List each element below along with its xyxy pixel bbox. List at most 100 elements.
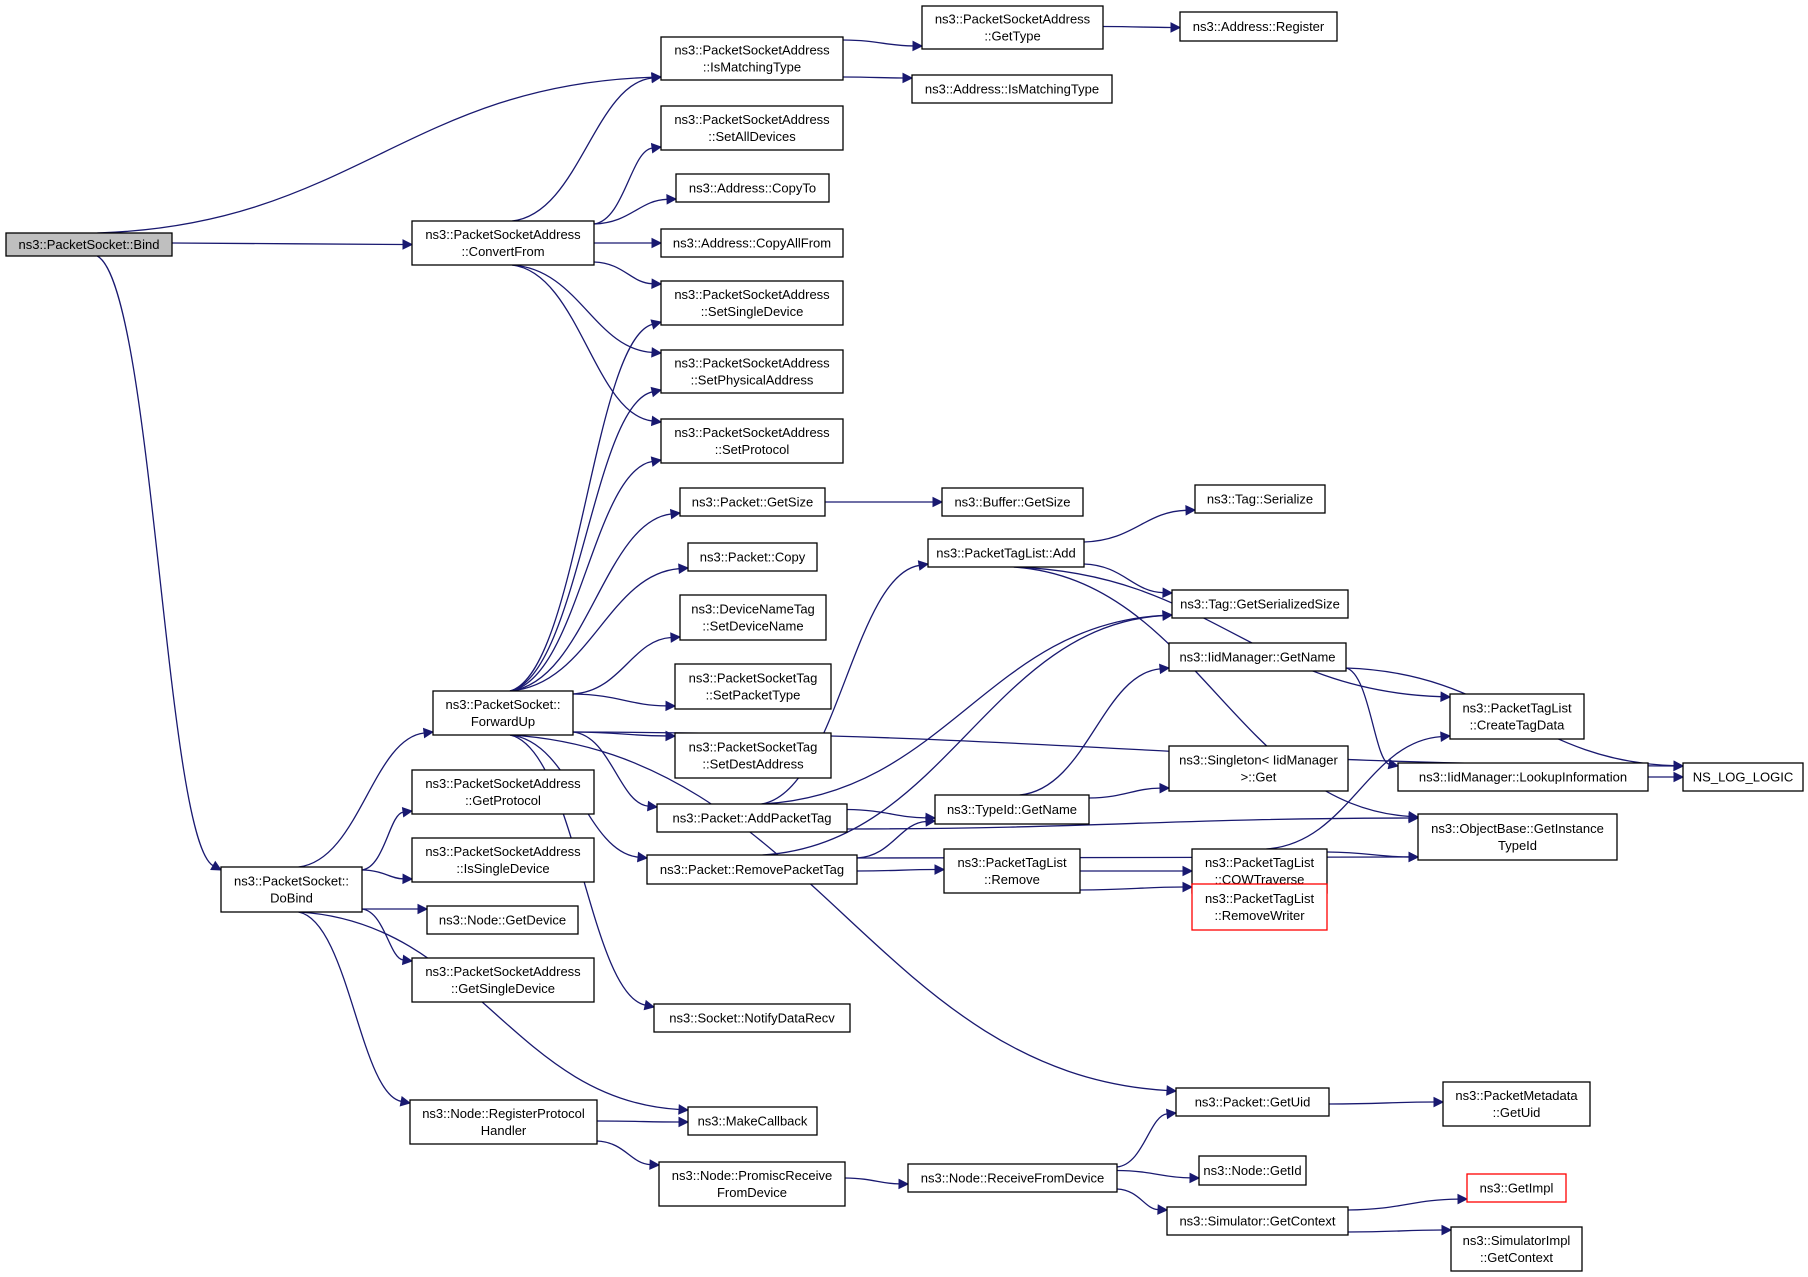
- node-bind[interactable]: ns3::PacketSocket::Bind: [5, 232, 173, 257]
- edge-line: [842, 76, 904, 79]
- node-ptlAdd[interactable]: ns3::PacketTagList::Add: [927, 538, 1085, 568]
- node-label: ns3::PacketSocketAddress: [425, 776, 581, 791]
- edge-removePacketTag-to-ptlRemove: [856, 864, 946, 875]
- node-pmGetUid[interactable]: ns3::PacketMetadata::GetUid: [1442, 1081, 1591, 1127]
- node-label: ::SetSingleDevice: [701, 304, 804, 319]
- node-label: ::SetAllDevices: [708, 129, 796, 144]
- node-box: [409, 1099, 598, 1145]
- edge-line: [761, 564, 920, 805]
- node-tagSerialize[interactable]: ns3::Tag::Serialize: [1194, 484, 1326, 514]
- node-makeCallback[interactable]: ns3::MakeCallback: [687, 1106, 818, 1136]
- node-setProtocol[interactable]: ns3::PacketSocketAddress::SetProtocol: [660, 418, 844, 464]
- edge-line: [1083, 509, 1187, 543]
- edge-line: [1013, 566, 1410, 818]
- node-box: [1168, 745, 1349, 792]
- node-convertFrom[interactable]: ns3::PacketSocketAddress::ConvertFrom: [411, 220, 595, 266]
- node-psaGetSingleDevice[interactable]: ns3::PacketSocketAddress::GetSingleDevic…: [411, 957, 595, 1003]
- edge-arrowhead-icon: [647, 800, 659, 812]
- node-box: [660, 349, 844, 394]
- edge-arrowhead-icon: [650, 456, 663, 467]
- node-pktGetSize[interactable]: ns3::Packet::GetSize: [679, 487, 826, 517]
- node-label: ns3::Address::Register: [1193, 19, 1325, 34]
- node-setDeviceName[interactable]: ns3::DeviceNameTag::SetDeviceName: [679, 594, 827, 641]
- node-nodeGetDevice[interactable]: ns3::Node::GetDevice: [426, 905, 579, 935]
- edge-line: [298, 732, 425, 868]
- node-psaIsSingleDevice[interactable]: ns3::PacketSocketAddress::IsSingleDevice: [411, 837, 595, 883]
- edge-arrowhead-icon: [678, 1116, 690, 1128]
- edge-arrowhead-icon: [666, 194, 678, 205]
- node-label: ::SetPhysicalAddress: [691, 373, 814, 388]
- node-removePacketTag[interactable]: ns3::Packet::RemovePacketTag: [646, 854, 858, 885]
- edge-line: [1328, 1101, 1435, 1105]
- node-label: ns3::PacketTagList: [1205, 891, 1315, 906]
- node-typeIdGetName[interactable]: ns3::TypeId::GetName: [934, 794, 1090, 825]
- node-box: [432, 690, 574, 736]
- edge-arrowhead-icon: [402, 239, 414, 250]
- edge-line: [846, 808, 927, 819]
- node-forwardUp[interactable]: ns3::PacketSocket::ForwardUp: [432, 690, 574, 736]
- node-setPhysicalAddress[interactable]: ns3::PacketSocketAddress::SetPhysicalAdd…: [660, 349, 844, 394]
- node-isMatchingType[interactable]: ns3::PacketSocketAddress::IsMatchingType: [660, 36, 844, 81]
- edge-forwardUp-to-pktGetUid: [509, 734, 1178, 1096]
- node-singletonGet[interactable]: ns3::Singleton< IidManager>::Get: [1168, 745, 1349, 792]
- edge-doBind-to-psaIsSingleDevice: [361, 869, 414, 885]
- edge-arrowhead-icon: [650, 386, 663, 398]
- node-receiveFromDevice[interactable]: ns3::Node::ReceiveFromDevice: [907, 1163, 1118, 1193]
- node-addrIsMatchingType[interactable]: ns3::Address::IsMatchingType: [911, 74, 1113, 104]
- node-psaGetType[interactable]: ns3::PacketSocketAddress::GetType: [921, 5, 1104, 50]
- edge-line: [1116, 1113, 1168, 1168]
- edge-line: [856, 820, 927, 859]
- node-pktGetUid[interactable]: ns3::Packet::GetUid: [1175, 1087, 1330, 1117]
- edge-arrowhead-icon: [401, 954, 414, 966]
- node-iidGetName[interactable]: ns3::IidManager::GetName: [1168, 642, 1347, 672]
- node-box: [1175, 1087, 1330, 1117]
- node-doBind[interactable]: ns3::PacketSocket::DoBind: [220, 866, 363, 913]
- edge-convertFrom-to-copyAllFrom: [594, 237, 663, 249]
- edge-arrowhead-icon: [651, 347, 663, 358]
- edge-doBind-to-registerProtocolHandler: [298, 911, 412, 1107]
- node-setSingleDevice[interactable]: ns3::PacketSocketAddress::SetSingleDevic…: [660, 280, 844, 326]
- node-getImpl[interactable]: ns3::GetImpl: [1466, 1173, 1567, 1203]
- edge-line: [509, 513, 672, 692]
- node-label: ::IsMatchingType: [703, 60, 801, 75]
- node-nsLogLogic[interactable]: NS_LOG_LOGIC: [1682, 762, 1804, 792]
- node-copyAllFrom[interactable]: ns3::Address::CopyAllFrom: [660, 228, 844, 258]
- node-label: ns3::PacketSocketAddress: [674, 287, 830, 302]
- edge-convertFrom-to-setPhysicalAddress: [512, 264, 663, 358]
- node-addrRegister[interactable]: ns3::Address::Register: [1179, 11, 1338, 42]
- node-setAllDevices[interactable]: ns3::PacketSocketAddress::SetAllDevices: [660, 105, 844, 151]
- edge-arrowhead-icon: [1387, 758, 1400, 770]
- edge-arrowhead-icon: [670, 632, 682, 643]
- node-label: ns3::Packet::RemovePacketTag: [660, 862, 844, 877]
- edge-arrowhead-icon: [210, 860, 222, 871]
- edge-arrowhead-icon: [401, 806, 414, 818]
- node-lookupInformation[interactable]: ns3::IidManager::LookupInformation: [1397, 762, 1649, 792]
- node-addPacketTag[interactable]: ns3::Packet::AddPacketTag: [656, 803, 848, 833]
- node-createTagData[interactable]: ns3::PacketTagList::CreateTagData: [1449, 693, 1585, 740]
- node-simImplGetContext[interactable]: ns3::SimulatorImpl::GetContext: [1450, 1226, 1583, 1272]
- node-label: DoBind: [270, 891, 313, 906]
- node-copyTo[interactable]: ns3::Address::CopyTo: [675, 173, 830, 203]
- node-setDestAddress[interactable]: ns3::PacketSocketTag::SetDestAddress: [674, 732, 832, 779]
- node-notifyDataRecv[interactable]: ns3::Socket::NotifyDataRecv: [653, 1003, 851, 1033]
- node-nodeGetId[interactable]: ns3::Node::GetId: [1198, 1155, 1307, 1186]
- node-ptlRemove[interactable]: ns3::PacketTagList::Remove: [943, 848, 1081, 894]
- edge-psaGetType-to-addrRegister: [1102, 22, 1182, 33]
- node-bufGetSize[interactable]: ns3::Buffer::GetSize: [941, 487, 1084, 517]
- node-simGetContext[interactable]: ns3::Simulator::GetContext: [1166, 1206, 1349, 1236]
- node-box: [921, 5, 1104, 50]
- node-label: ns3::IidManager::GetName: [1179, 650, 1335, 665]
- node-setPacketType[interactable]: ns3::PacketSocketTag::SetPacketType: [674, 663, 832, 710]
- node-label: ::COWTraverse: [1215, 872, 1305, 887]
- node-removeWriter[interactable]: ns3::PacketTagList::RemoveWriter: [1191, 883, 1328, 931]
- edge-arrowhead-icon: [650, 319, 663, 330]
- edge-arrowhead-icon: [1166, 1085, 1178, 1096]
- edge-pktGetUid-to-pmGetUid: [1328, 1096, 1445, 1108]
- node-pktCopy[interactable]: ns3::Packet::Copy: [687, 542, 818, 572]
- node-tagGetSerializedSize[interactable]: ns3::Tag::GetSerializedSize: [1171, 589, 1349, 619]
- node-psaGetProtocol[interactable]: ns3::PacketSocketAddress::GetProtocol: [411, 769, 595, 815]
- edge-ptlAdd-to-createTagData: [1013, 566, 1452, 702]
